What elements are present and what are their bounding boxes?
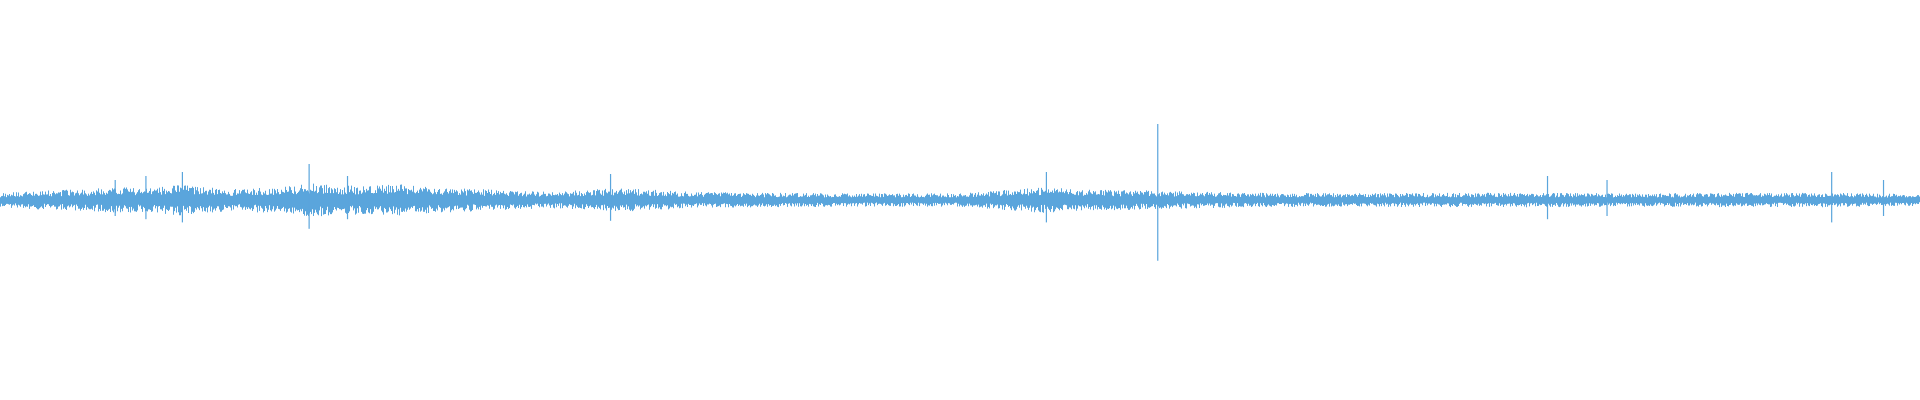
waveform-trace [0, 124, 1920, 261]
